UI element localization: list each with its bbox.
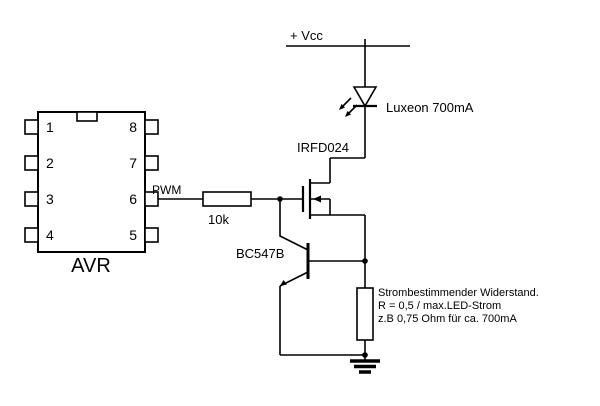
- led-emission-arrowhead-2: [345, 111, 351, 117]
- chip-notch: [76, 111, 98, 122]
- transistor-emitter-arrowhead: [280, 280, 287, 286]
- pin-stub-5: [144, 227, 159, 243]
- sense-note-line-2: R = 0,5 / max.LED-Strom: [378, 300, 501, 312]
- mosfet-irfd024: IRFD024: [297, 140, 365, 219]
- pin-number-4: 4: [46, 227, 54, 243]
- pin-number-6: 6: [129, 191, 137, 207]
- pin-stub-1: [24, 119, 39, 135]
- sense-note-line-3: z.B 0,75 Ohm für ca. 700mA: [378, 313, 517, 325]
- led-emission-arrowhead-1: [339, 104, 345, 110]
- pin-stub-8: [144, 119, 159, 135]
- pin-number-5: 5: [129, 227, 137, 243]
- transistor-label: BC547B: [236, 246, 284, 261]
- led-luxeon: Luxeon 700mA: [339, 46, 474, 158]
- pin-number-1: 1: [46, 119, 54, 135]
- led-triangle: [352, 86, 378, 108]
- chip-label: AVR: [71, 255, 111, 277]
- pin-stub-2: [24, 155, 39, 171]
- pin-number-2: 2: [46, 155, 54, 171]
- pin-number-3: 3: [46, 191, 54, 207]
- pin-stub-7: [144, 155, 159, 171]
- sense-note-line-1: Strombestimmender Widerstand.: [378, 287, 539, 299]
- gate-drive: PWM 10k: [152, 183, 303, 227]
- gate-resistor: [202, 191, 252, 207]
- pin-stub-3: [24, 191, 39, 207]
- mosfet-body-arrowhead: [313, 195, 321, 203]
- pwm-label: PWM: [152, 183, 181, 197]
- ground-symbol: [350, 359, 380, 374]
- gate-resistor-label: 10k: [208, 212, 229, 227]
- sense-resistor: [356, 287, 374, 341]
- transistor-bc547b: BC547B: [236, 199, 365, 356]
- chip-body: [37, 111, 146, 253]
- vcc-label: + Vcc: [290, 28, 323, 43]
- sense-resistor-branch: Strombestimmender Widerstand. R = 0,5 / …: [350, 215, 539, 374]
- pin-number-8: 8: [129, 119, 137, 135]
- avr-chip: 1 2 3 4 8 7 6 5 AVR: [24, 111, 159, 277]
- mosfet-label: IRFD024: [297, 140, 349, 155]
- sense-resistor-note: Strombestimmender Widerstand. R = 0,5 / …: [378, 287, 539, 325]
- junction-base-sense: [362, 258, 368, 264]
- transistor-collector-wire: [279, 199, 309, 251]
- junction-emitter-ground: [362, 352, 368, 358]
- pin-stub-4: [24, 227, 39, 243]
- vcc-rail: + Vcc: [286, 28, 410, 47]
- pin-number-7: 7: [129, 155, 137, 171]
- led-label: Luxeon 700mA: [386, 100, 474, 115]
